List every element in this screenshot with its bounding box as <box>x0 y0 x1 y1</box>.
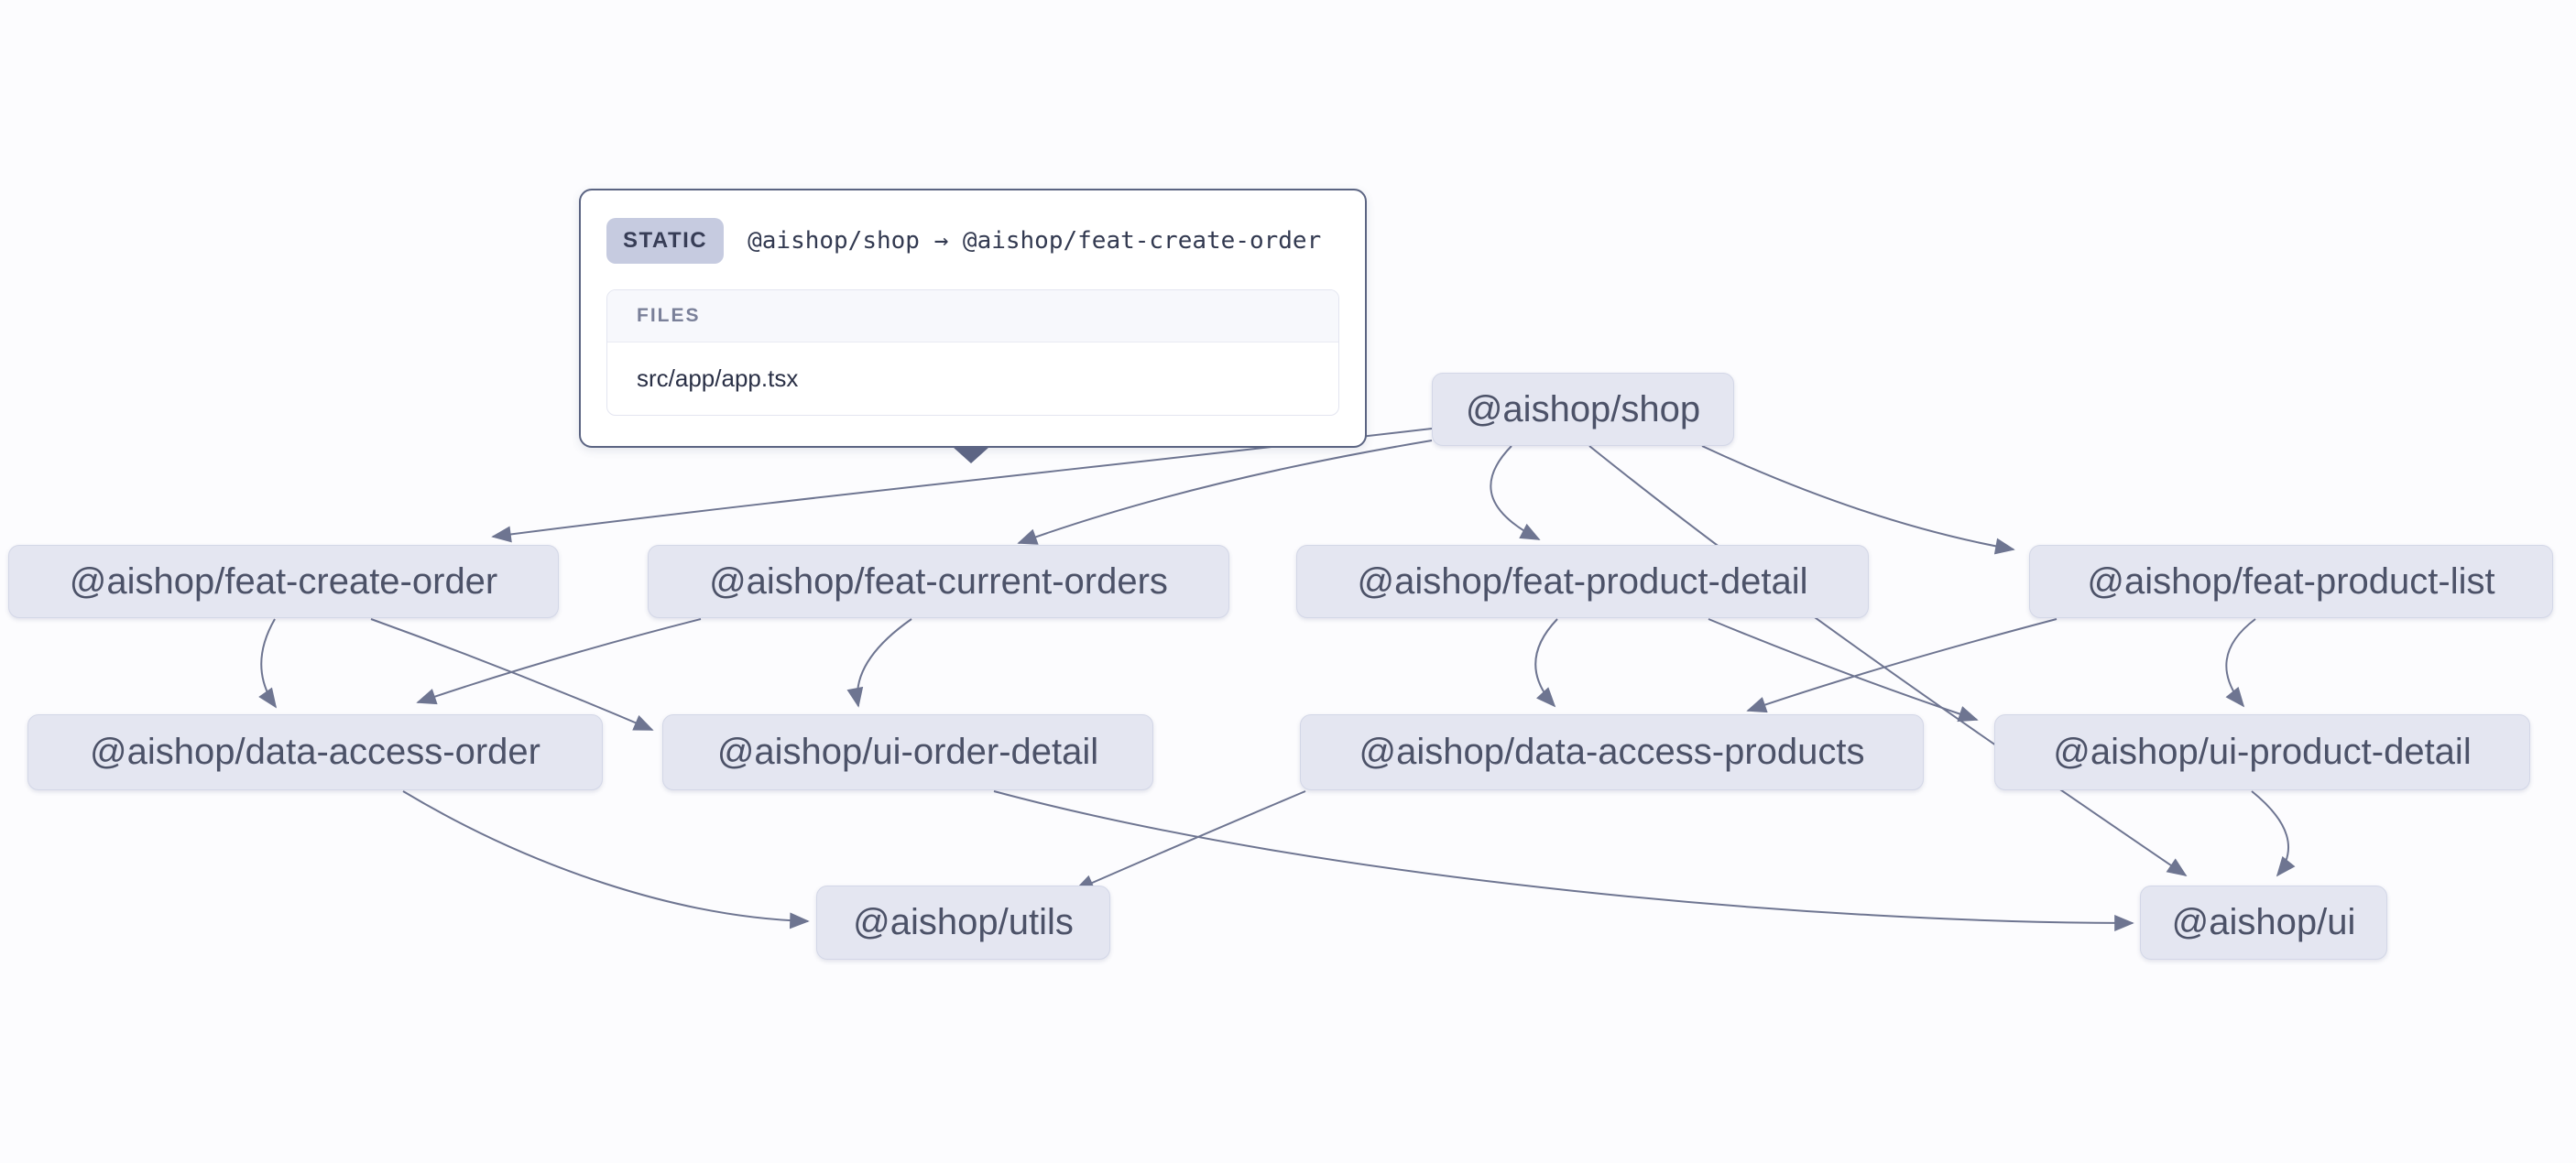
node-aishop-data-access-products[interactable]: @aishop/data-access-products <box>1300 714 1924 790</box>
edge-data-access-order-to-utils[interactable] <box>402 790 810 929</box>
edge-ui-order-detail-to-ui[interactable] <box>993 790 2134 931</box>
edge-tooltip: STATIC @aishop/shop → @aishop/feat-creat… <box>579 189 1367 448</box>
edge-feat-product-detail-to-data-access-products[interactable] <box>1534 618 1558 708</box>
edge-shop-to-feat-current-orders[interactable] <box>1017 440 1433 545</box>
edge-feat-current-orders-to-data-access-order[interactable] <box>416 618 702 705</box>
edge-type-badge: STATIC <box>606 218 725 264</box>
edge-shop-to-ui[interactable] <box>1588 445 2188 877</box>
node-aishop-feat-product-detail[interactable]: @aishop/feat-product-detail <box>1296 545 1869 618</box>
edge-shop-to-feat-product-detail[interactable] <box>1490 445 1541 540</box>
node-aishop-utils[interactable]: @aishop/utils <box>816 886 1110 960</box>
edge-ui-product-detail-to-ui[interactable] <box>2251 790 2296 877</box>
node-aishop-feat-product-list[interactable]: @aishop/feat-product-list <box>2029 545 2553 618</box>
node-aishop-ui[interactable]: @aishop/ui <box>2140 886 2387 960</box>
files-header: FILES <box>607 290 1338 342</box>
tooltip-caret-icon <box>953 447 989 463</box>
node-aishop-ui-order-detail[interactable]: @aishop/ui-order-detail <box>662 714 1153 790</box>
file-list-item: src/app/app.tsx <box>637 364 799 392</box>
edge-feat-create-order-to-ui-order-detail[interactable] <box>370 618 654 731</box>
edge-feat-create-order-to-data-access-order[interactable] <box>258 618 278 709</box>
files-box: FILES src/app/app.tsx <box>606 289 1339 416</box>
edge-data-access-products-to-utils[interactable] <box>1074 790 1306 891</box>
node-aishop-ui-product-detail[interactable]: @aishop/ui-product-detail <box>1994 714 2530 790</box>
node-aishop-feat-create-order[interactable]: @aishop/feat-create-order <box>8 545 559 618</box>
node-aishop-data-access-order[interactable]: @aishop/data-access-order <box>27 714 603 790</box>
edge-label: @aishop/shop → @aishop/feat-create-order <box>748 227 1322 255</box>
edge-feat-current-orders-to-ui-order-detail[interactable] <box>846 618 912 708</box>
edge-shop-to-feat-product-list[interactable] <box>1701 445 2015 555</box>
edge-feat-product-list-to-ui-product-detail[interactable] <box>2225 618 2256 708</box>
edge-feat-product-list-to-data-access-products[interactable] <box>1746 618 2058 713</box>
node-aishop-shop[interactable]: @aishop/shop <box>1432 373 1734 446</box>
node-aishop-feat-current-orders[interactable]: @aishop/feat-current-orders <box>648 545 1229 618</box>
edge-feat-product-detail-to-ui-product-detail[interactable] <box>1708 618 1979 723</box>
